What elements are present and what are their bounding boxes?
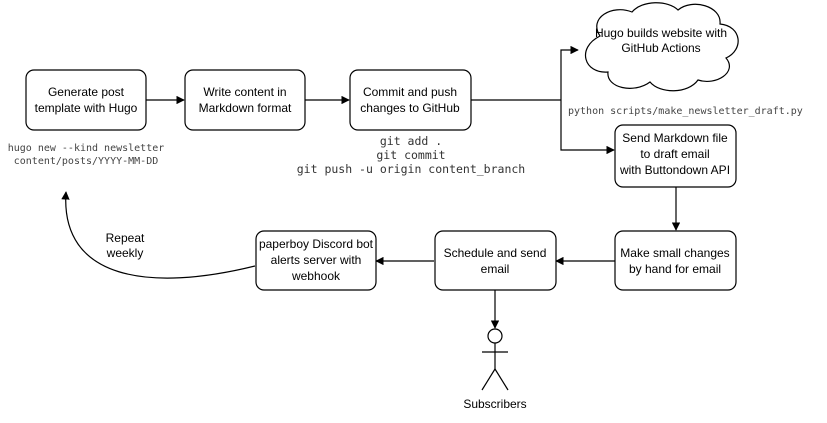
actor-label: Subscribers: [463, 397, 526, 411]
label-repeat: Repeat: [106, 231, 145, 245]
node-schedule-line-2: email: [481, 262, 510, 276]
node-send-line-1: Send Markdown file: [622, 131, 728, 145]
edge-repeat-weekly: [61, 191, 256, 279]
node-small-changes[interactable]: Make small changes by hand for email: [614, 230, 737, 291]
node-discord-line-3: webhook: [291, 269, 341, 283]
cloud-shape: [584, 2, 739, 92]
node-cloud-line-2: GitHub Actions: [621, 41, 700, 55]
node-discord-line-1: paperboy Discord bot: [259, 237, 374, 251]
node-send-line-2: to draft email: [640, 147, 709, 161]
code-python-script: python scripts/make_newsletter_draft.py: [568, 106, 803, 117]
code-git-push: git push -u origin content_branch: [297, 162, 525, 176]
actor-subscribers-icon[interactable]: [481, 328, 509, 391]
label-weekly: weekly: [106, 246, 144, 260]
edge-to-send-markdown: [560, 100, 615, 155]
code-hugo-new-line-2: content/posts/YYYY-MM-DD: [14, 156, 159, 167]
node-write-line-1: Write content in: [203, 85, 286, 99]
edge-to-cloud: [560, 45, 579, 100]
node-write-line-2: Markdown format: [199, 101, 292, 115]
code-git-add: git add .: [380, 134, 442, 148]
node-commit-line-1: Commit and push: [363, 85, 457, 99]
node-schedule-line-1: Schedule and send: [444, 246, 547, 260]
node-discord-bot[interactable]: paperboy Discord bot alerts server with …: [255, 230, 377, 291]
node-changes-line-1: Make small changes: [620, 246, 729, 260]
code-hugo-new-line-1: hugo new --kind newsletter: [8, 143, 165, 154]
node-discord-line-2: alerts server with: [271, 253, 362, 267]
node-write-content[interactable]: Write content in Markdown format: [184, 69, 306, 131]
node-send-line-3: with Buttondown API: [619, 163, 730, 177]
node-generate-line-1: Generate post: [48, 85, 125, 99]
node-cloud-hugo-builds[interactable]: Hugo builds website with GitHub Actions: [584, 2, 739, 92]
node-send-markdown[interactable]: Send Markdown file to draft email with B…: [614, 124, 737, 188]
node-generate-post[interactable]: Generate post template with Hugo: [25, 69, 147, 131]
code-git-commit: git commit: [376, 148, 445, 162]
node-commit-line-2: changes to GitHub: [360, 101, 460, 115]
node-changes-line-2: by hand for email: [629, 262, 721, 276]
node-generate-line-2: template with Hugo: [35, 101, 138, 115]
node-schedule-send[interactable]: Schedule and send email: [434, 230, 557, 291]
node-cloud-line-1: Hugo builds website with: [595, 26, 727, 40]
node-commit-push[interactable]: Commit and push changes to GitHub: [349, 69, 472, 131]
